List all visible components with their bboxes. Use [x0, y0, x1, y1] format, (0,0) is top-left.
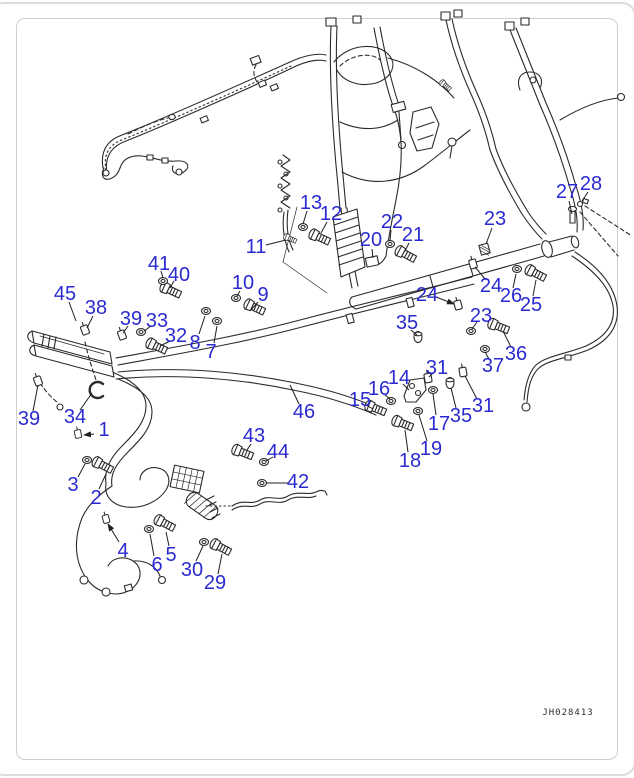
leader-line-31 — [428, 372, 434, 378]
leader-line-11 — [265, 239, 287, 246]
leader-line-2 — [98, 473, 107, 490]
leader-line-27 — [568, 200, 573, 215]
leader-line-20 — [371, 248, 374, 259]
leader-line-37 — [484, 351, 490, 360]
main-trunk — [105, 276, 475, 508]
leader-line-35 — [410, 329, 418, 336]
leader-line-40 — [169, 280, 175, 289]
controller-unit — [169, 464, 328, 521]
leader-line-46 — [289, 384, 300, 405]
bracket-14 — [403, 377, 427, 403]
leader-line-4 — [107, 523, 120, 543]
leader-line-39 — [122, 325, 129, 334]
leader-line-17 — [432, 393, 437, 416]
leader-line-23 — [471, 321, 478, 330]
leader-line-36 — [502, 330, 512, 348]
leader-line-18 — [404, 429, 409, 453]
leader-line-23 — [485, 227, 493, 245]
leader-line-19 — [418, 414, 428, 442]
left-duct — [27, 330, 115, 411]
finned-block — [332, 208, 366, 278]
leader-line-31 — [464, 375, 478, 400]
leader-line-30 — [195, 545, 204, 562]
drawing-id: JH028413 — [542, 708, 594, 718]
leader-line-43 — [246, 443, 252, 451]
leader-line-8 — [198, 315, 206, 335]
leader-line-29 — [217, 553, 223, 575]
fasteners — [31, 223, 549, 558]
leader-line-7 — [213, 325, 218, 344]
bottom-left-cable — [75, 485, 167, 597]
leader-line-41 — [160, 270, 164, 279]
diagram-frame — [16, 18, 618, 760]
leader-line-3 — [77, 463, 86, 478]
fin-strip — [277, 154, 328, 294]
leader-line-35 — [450, 387, 457, 409]
leader-line-6 — [149, 533, 155, 557]
harness-branch-top-left — [101, 53, 327, 180]
leader-line-16 — [383, 393, 391, 400]
leader-line-10 — [236, 290, 241, 297]
leader-line-12 — [320, 221, 328, 234]
leader-line-28 — [581, 191, 589, 202]
leader-line-1 — [83, 431, 95, 438]
leader-line-39 — [32, 384, 39, 412]
leader-line-15 — [365, 404, 374, 410]
leader-line-24 — [435, 296, 455, 305]
leader-line-44 — [265, 456, 274, 462]
leader-line-9 — [250, 301, 259, 311]
leader-line-13 — [302, 210, 308, 225]
leader-line-21 — [404, 242, 410, 252]
leader-line-32 — [159, 340, 171, 347]
leader-line-34 — [79, 392, 93, 411]
leader-line-14 — [402, 383, 410, 391]
leader-line-24 — [474, 266, 487, 281]
right-s-cable — [521, 251, 618, 412]
leader-line-33 — [143, 325, 152, 332]
leader-line-45 — [68, 301, 77, 322]
leader-line-38 — [86, 315, 94, 329]
leader-line-25 — [532, 279, 537, 297]
leader-line-5 — [165, 531, 170, 547]
leader-line-26 — [512, 273, 517, 289]
leader-line-22 — [389, 229, 392, 242]
